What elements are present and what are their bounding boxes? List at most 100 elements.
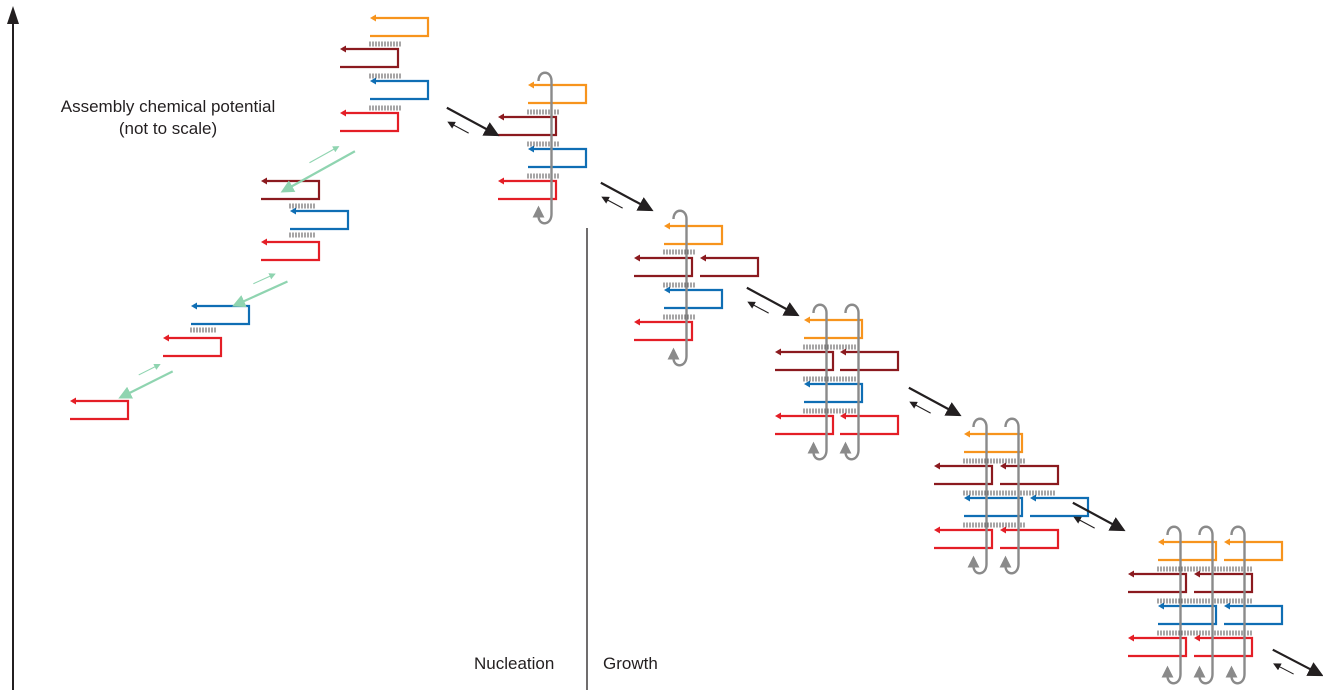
gray-loop — [967, 417, 988, 575]
base-pair-ticks — [527, 173, 559, 179]
base-pair-ticks — [289, 203, 315, 209]
strand-arrowhead-icon — [775, 348, 781, 356]
strand-arrowhead-icon — [700, 254, 706, 262]
forward-arrow-icon — [1272, 648, 1323, 677]
forward-arrow-icon — [746, 286, 800, 317]
nucleation-arrow-1 — [280, 146, 356, 193]
reverse-arrow-icon — [309, 146, 340, 164]
gray-loop — [1193, 525, 1214, 685]
strand-arrowhead-icon — [1194, 570, 1200, 578]
strand — [1128, 570, 1188, 594]
strand-arrowhead-icon — [528, 145, 534, 153]
strand — [964, 430, 1024, 454]
strand — [634, 318, 694, 342]
strand-arrowhead-icon — [498, 177, 504, 185]
y-axis-label-line2: (not to scale) — [118, 119, 218, 138]
gray-loop — [1225, 525, 1246, 685]
growth-label: Growth — [603, 654, 658, 673]
strand — [775, 348, 835, 372]
growth-arrow-1 — [446, 106, 500, 137]
base-pair-ticks — [803, 408, 859, 414]
gray-loop — [667, 209, 688, 367]
forward-arrow-icon — [232, 280, 288, 308]
base-pair-ticks — [803, 376, 859, 382]
base-pair-ticks — [369, 41, 401, 47]
strand-arrowhead-icon — [840, 348, 846, 356]
base-pair-ticks — [527, 141, 559, 147]
forward-arrow-icon — [118, 370, 174, 399]
strand — [340, 109, 400, 133]
y-axis-label-line1: Assembly chemical potential — [60, 97, 276, 116]
base-pair-ticks — [963, 458, 1025, 464]
strand-arrowhead-icon — [290, 207, 296, 215]
strand — [804, 316, 864, 340]
base-pair-ticks — [963, 490, 1055, 496]
strand-arrowhead-icon — [1224, 602, 1230, 610]
strand — [840, 348, 900, 372]
reverse-arrow-icon — [747, 301, 769, 314]
reverse-arrow-icon — [601, 196, 623, 209]
base-pair-ticks — [1157, 598, 1252, 604]
base-pair-ticks — [963, 522, 1025, 528]
base-pair-ticks — [190, 327, 216, 333]
strand-arrowhead-icon — [634, 254, 640, 262]
strand — [1224, 538, 1284, 562]
strand — [664, 286, 724, 310]
reverse-arrow-icon — [138, 363, 161, 376]
strand — [1158, 538, 1218, 562]
strand — [370, 14, 430, 38]
strand-arrowhead-icon — [664, 286, 670, 294]
strand — [700, 254, 760, 278]
strand-arrowhead-icon — [370, 77, 376, 85]
reverse-arrow-icon — [447, 121, 469, 134]
strand — [1000, 526, 1060, 550]
gray-loop — [532, 71, 553, 225]
strand — [290, 207, 350, 231]
strand-arrowhead-icon — [934, 462, 940, 470]
strand-arrowhead-icon — [634, 318, 640, 326]
strand — [664, 222, 724, 246]
base-pair-ticks — [289, 232, 315, 238]
strand-arrowhead-icon — [498, 113, 504, 121]
strand — [1030, 494, 1090, 518]
y-axis-label: Assembly chemical potential (not to scal… — [18, 96, 318, 140]
strand-arrowhead-icon — [1030, 494, 1036, 502]
strand — [528, 145, 588, 169]
strand-arrowhead-icon — [1128, 570, 1134, 578]
strand — [964, 494, 1024, 518]
strand-arrowhead-icon — [340, 109, 346, 117]
growth-arrow-3 — [746, 286, 800, 317]
strand-arrowhead-icon — [1224, 538, 1230, 546]
strand — [191, 302, 251, 326]
strand — [1194, 634, 1254, 658]
base-pair-ticks — [1157, 630, 1252, 636]
strand-arrowhead-icon — [1000, 462, 1006, 470]
strand-arrowhead-icon — [340, 45, 346, 53]
strand-arrowhead-icon — [664, 222, 670, 230]
nucleation-arrow-2 — [232, 273, 288, 308]
gray-loop — [999, 417, 1020, 575]
growth-arrow-2 — [600, 181, 654, 212]
growth-arrow-5 — [1072, 501, 1126, 532]
strand — [370, 77, 430, 101]
strand-arrowhead-icon — [370, 14, 376, 22]
strand — [498, 177, 558, 201]
strand — [1128, 634, 1188, 658]
strand — [528, 81, 588, 105]
strand-arrowhead-icon — [163, 334, 169, 342]
strand-arrowhead-icon — [1000, 526, 1006, 534]
strand-arrowhead-icon — [934, 526, 940, 534]
strand-arrowhead-icon — [191, 302, 197, 310]
strand-arrowhead-icon — [70, 397, 76, 405]
strand-arrowhead-icon — [804, 380, 810, 388]
strand-arrowhead-icon — [1194, 634, 1200, 642]
nucleation-label: Nucleation — [474, 654, 555, 673]
strand — [261, 238, 321, 262]
reverse-arrow-icon — [253, 273, 276, 285]
strand — [840, 412, 900, 436]
base-pair-ticks — [663, 249, 695, 255]
strand-arrowhead-icon — [964, 494, 970, 502]
strand — [934, 526, 994, 550]
forward-arrow-icon — [446, 106, 500, 137]
reverse-arrow-icon — [909, 401, 931, 414]
